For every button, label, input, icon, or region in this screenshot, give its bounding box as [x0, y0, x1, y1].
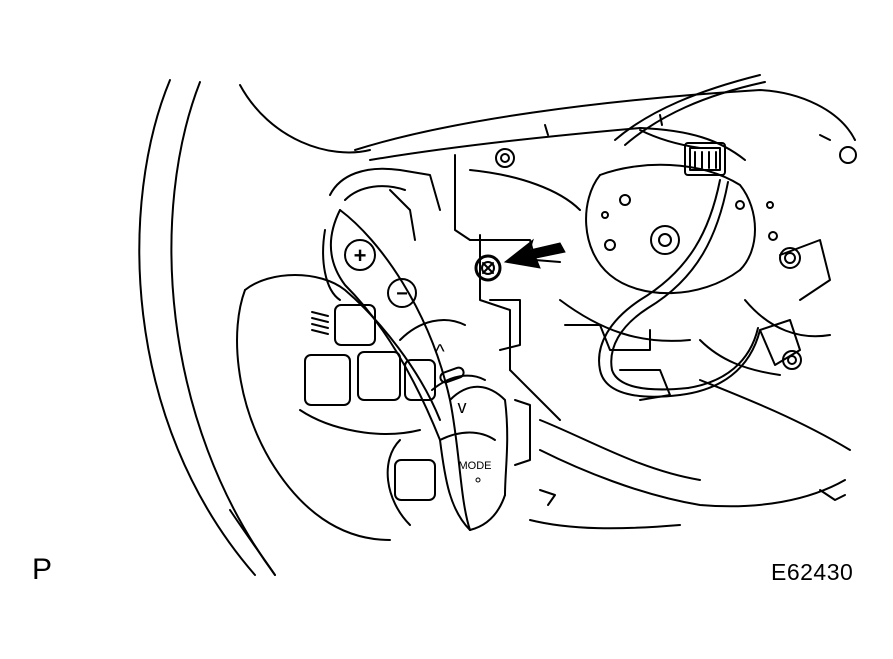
left-switch-pad — [236, 274, 441, 541]
switch-symbols: + − ^ v MODE — [354, 243, 492, 483]
minus-symbol: − — [396, 283, 408, 305]
view-label: P — [32, 553, 53, 586]
wire-harness — [598, 74, 766, 398]
lower-hub — [529, 239, 851, 530]
mode-label: MODE — [459, 460, 492, 472]
connector-icon — [684, 142, 726, 176]
switch-housing — [322, 167, 561, 506]
screw-icon — [474, 254, 502, 282]
hub-housing — [354, 89, 857, 295]
plus-symbol: + — [354, 243, 367, 268]
arrow-icon — [503, 238, 566, 269]
steering-pad-switch — [329, 209, 509, 531]
down-symbol: v — [458, 397, 467, 417]
figure-code: E62430 — [771, 559, 854, 585]
up-symbol: ^ — [435, 341, 445, 363]
steering-wheel-rim — [138, 79, 371, 576]
